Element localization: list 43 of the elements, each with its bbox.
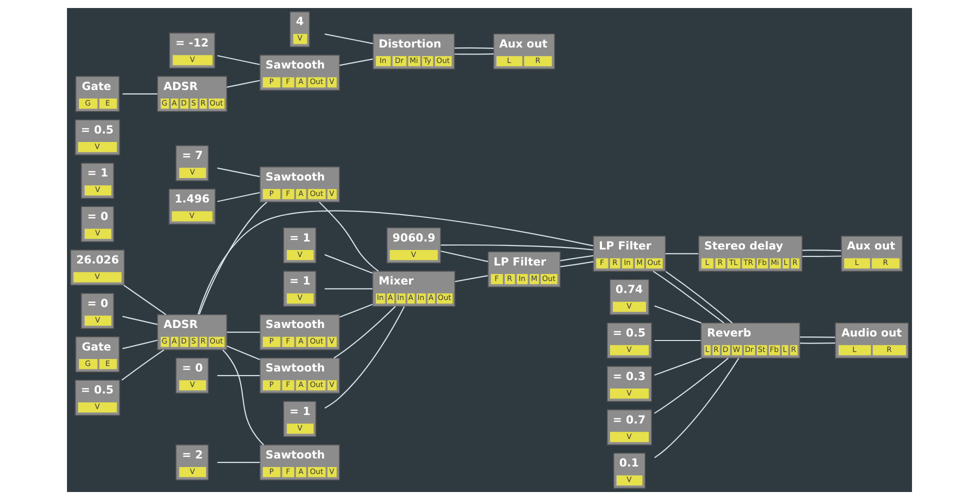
connector xyxy=(338,58,372,66)
connector xyxy=(197,210,593,314)
connector xyxy=(454,53,494,55)
connector xyxy=(802,250,841,252)
connector xyxy=(122,340,158,350)
connector xyxy=(222,350,264,446)
connector xyxy=(198,202,267,315)
connector xyxy=(216,192,260,202)
connector xyxy=(216,168,260,178)
connector xyxy=(799,336,835,338)
connector xyxy=(216,462,260,463)
connector xyxy=(216,375,260,376)
connector xyxy=(226,80,260,88)
connector xyxy=(324,288,372,290)
connector xyxy=(654,358,728,414)
connector xyxy=(122,316,158,325)
connector xyxy=(122,93,157,94)
connector xyxy=(654,358,739,458)
connector xyxy=(226,332,260,333)
connector xyxy=(560,261,593,268)
connector xyxy=(440,244,593,250)
connector xyxy=(802,256,841,258)
connector xyxy=(654,358,701,376)
connector xyxy=(665,271,732,324)
connector xyxy=(454,47,494,49)
connector xyxy=(664,253,698,254)
connector xyxy=(122,284,166,315)
connector xyxy=(324,34,373,44)
connector xyxy=(654,305,701,324)
connector xyxy=(440,250,488,262)
connector xyxy=(799,342,835,344)
connector xyxy=(324,306,404,409)
connector xyxy=(216,55,260,66)
connector xyxy=(654,340,700,342)
connector xyxy=(120,350,164,381)
connector xyxy=(338,304,372,318)
connector xyxy=(226,346,260,360)
connector xyxy=(560,255,593,262)
connector xyxy=(454,275,488,282)
connector xyxy=(324,254,372,274)
connector xyxy=(652,270,724,324)
connector xyxy=(333,306,396,358)
connector xyxy=(318,202,378,272)
